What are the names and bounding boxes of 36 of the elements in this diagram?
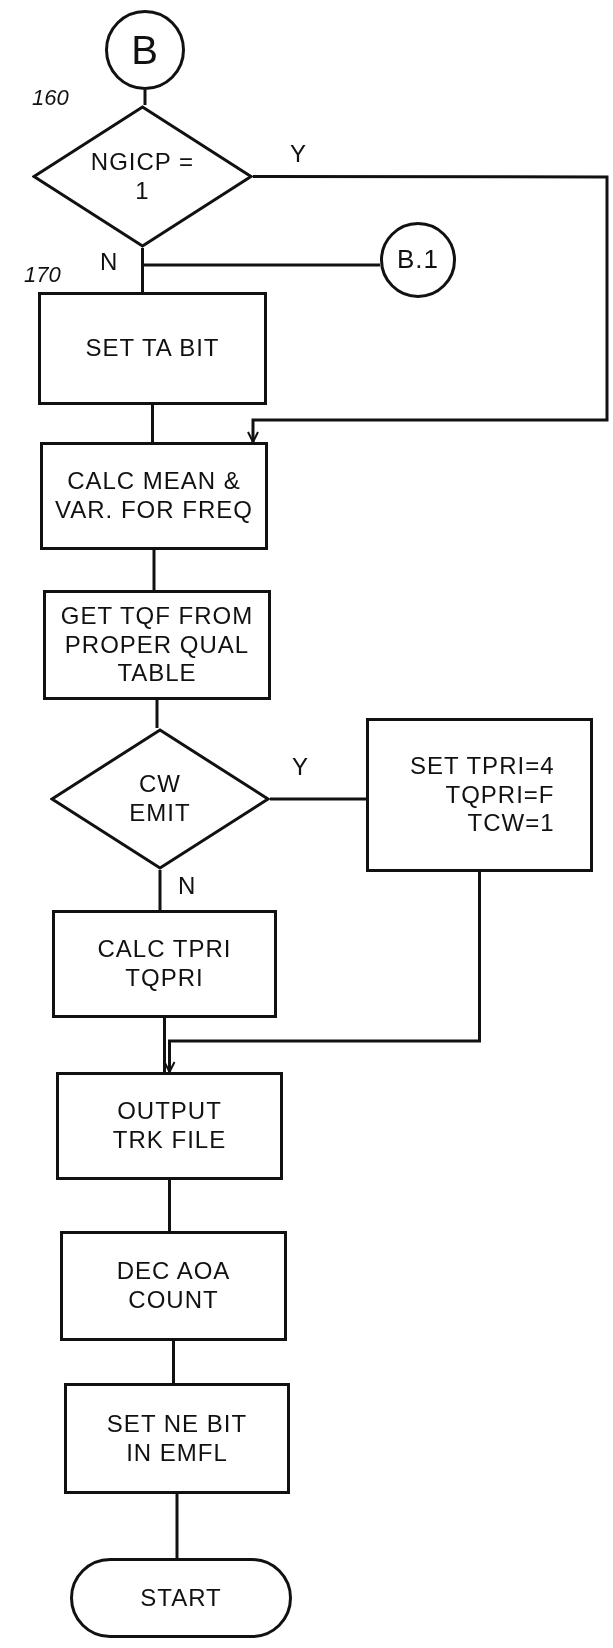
process-box xyxy=(366,718,593,872)
node-text: CALC MEAN & VAR. FOR FREQ xyxy=(54,467,254,525)
arrow xyxy=(247,175,609,443)
step-number: 170 xyxy=(24,262,61,288)
process-box xyxy=(64,1383,290,1494)
connector-line xyxy=(172,1341,175,1383)
node-text: SET NE BIT IN EMFL xyxy=(105,1409,249,1468)
connector-line xyxy=(158,870,162,910)
node-text: CW EMIT xyxy=(128,770,192,828)
node-text: CALC TPRI TQPRI xyxy=(96,935,233,993)
process-box xyxy=(56,1072,283,1180)
process-box xyxy=(43,590,271,700)
node-text: B.1 xyxy=(397,244,439,276)
node-text: B xyxy=(131,27,159,74)
connector-line xyxy=(141,248,380,267)
process-box xyxy=(40,442,268,550)
node-text: START xyxy=(140,1583,222,1613)
connector-line xyxy=(151,405,154,442)
connector-line xyxy=(163,1018,166,1072)
connector-line xyxy=(270,797,366,801)
process-box xyxy=(52,910,277,1018)
process-box xyxy=(60,1231,287,1341)
connector-line xyxy=(155,700,159,728)
process-box xyxy=(38,292,267,405)
node-text: SET TA BIT xyxy=(85,334,220,363)
connector-line xyxy=(143,90,147,105)
connector-line xyxy=(175,1494,179,1558)
node-text: DEC AOA COUNT xyxy=(115,1257,232,1315)
step-number: 160 xyxy=(32,85,69,111)
node-text: SET TPRI=4 TQPRI=F TCW=1 xyxy=(409,751,555,839)
node-text: NGICP = 1 xyxy=(89,147,196,206)
connector-line xyxy=(152,550,156,590)
connector-line xyxy=(168,1180,171,1231)
node-text: OUTPUT TRK FILE xyxy=(111,1097,228,1155)
node-text: GET TQF FROM PROPER QUAL TABLE xyxy=(59,601,255,689)
arrow xyxy=(163,872,481,1073)
